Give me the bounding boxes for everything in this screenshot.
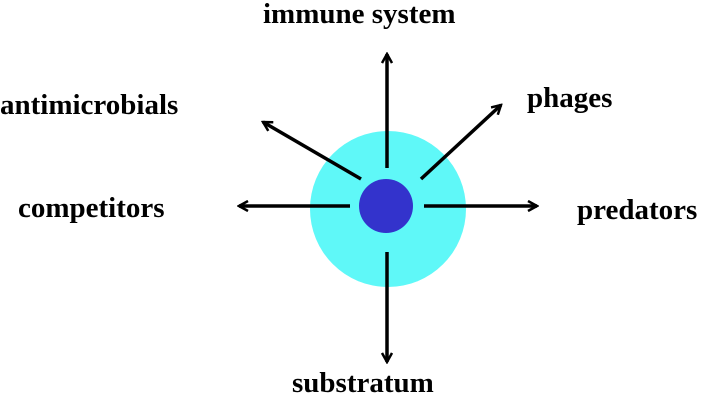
label-immune-system: immune system (263, 0, 456, 30)
label-antimicrobials: antimicrobials (0, 89, 179, 121)
label-competitors: competitors (18, 192, 165, 224)
arrow-upper-left (263, 120, 362, 181)
label-predators: predators (577, 194, 698, 226)
label-substratum: substratum (292, 367, 434, 399)
arrow-upper-right (419, 105, 501, 181)
label-phages: phages (527, 82, 613, 114)
cell-circle (359, 179, 413, 233)
